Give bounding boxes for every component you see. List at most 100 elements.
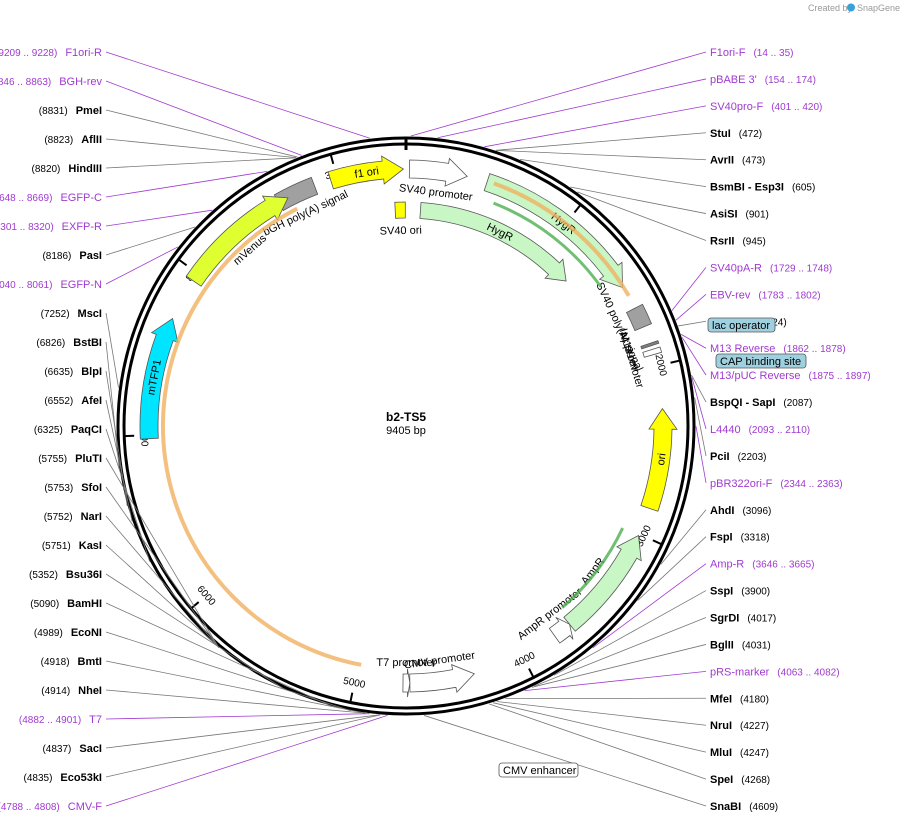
- site-position: (2203): [738, 452, 767, 463]
- primer-name: pRS-marker: [710, 666, 770, 678]
- site-name: SgrDI: [710, 613, 739, 625]
- site-leader: [105, 157, 296, 169]
- site-position: (945): [742, 237, 765, 248]
- site-leader: [105, 631, 351, 712]
- site-position: (8820): [31, 164, 60, 175]
- site-name: AhdI: [710, 505, 734, 517]
- primer-leader: [695, 426, 707, 483]
- site-name: Eco53kI: [60, 772, 102, 784]
- feature-ori: ori: [640, 407, 678, 512]
- site-name: KasI: [79, 540, 102, 552]
- primer-leader: [671, 267, 707, 311]
- primer-position: (1783 .. 1802): [758, 290, 820, 301]
- feature-mtfp1: mTFP1: [139, 317, 179, 440]
- site-name: FspI: [710, 532, 733, 544]
- feature-orf-amp: [561, 527, 624, 609]
- primer-leader: [592, 563, 707, 649]
- primer-name: CMV-F: [68, 801, 103, 813]
- primer-name: L4440: [710, 424, 741, 436]
- tick-mark: [670, 359, 681, 364]
- site-position: (4227): [740, 721, 769, 732]
- feature-label: ori: [655, 452, 668, 466]
- primer-position: (2344 .. 2363): [780, 479, 842, 490]
- primer-leader: [105, 209, 213, 227]
- site-name: SfoI: [81, 482, 102, 494]
- site-name: BstBI: [73, 337, 102, 349]
- site-position: (901): [746, 210, 769, 221]
- primer-leader: [105, 246, 179, 285]
- primer-name: EBV-rev: [710, 289, 751, 301]
- feature-label: f1 ori: [354, 165, 380, 181]
- site-leader: [660, 509, 707, 565]
- site-leader: [570, 186, 707, 214]
- tick-label: 5000: [342, 676, 366, 691]
- site-position: (8186): [42, 251, 71, 262]
- primer-name: SV40pro-F: [710, 101, 763, 113]
- primer-leader: [105, 715, 388, 807]
- tick-mark: [190, 601, 200, 610]
- primer-name: T7: [89, 714, 102, 726]
- site-position: (4918): [41, 657, 70, 668]
- site-name: BsmBI - Esp3I: [710, 182, 784, 194]
- tick-mark: [349, 692, 354, 703]
- primer-leader: [437, 78, 707, 139]
- boxed-feature-label: CMV enhancer: [503, 765, 577, 777]
- credit-prefix: Created by: [808, 3, 853, 13]
- primer-name: BGH-rev: [59, 76, 102, 88]
- site-position: (4837): [42, 744, 71, 755]
- site-position: (8831): [39, 106, 68, 117]
- site-position: (6826): [36, 338, 65, 349]
- leader-layer: [105, 51, 707, 807]
- site-leader: [105, 109, 298, 158]
- site-position: (8823): [44, 135, 73, 146]
- primer-name: pBABE 3': [710, 74, 757, 86]
- tick-label: 2000: [652, 353, 668, 378]
- site-position: (4247): [740, 748, 769, 759]
- site-leader: [691, 374, 707, 403]
- primer-position: (4063 .. 4082): [777, 667, 839, 678]
- site-position: (4017): [747, 614, 776, 625]
- site-position: (2087): [783, 398, 812, 409]
- primer-position: (14 .. 35): [753, 48, 793, 59]
- feature-sv40-poly-a-signal: SV40 poly(A) signal: [593, 281, 653, 373]
- site-position: (6635): [44, 367, 73, 378]
- site-position: (5751): [42, 541, 71, 552]
- primer-leader: [675, 294, 707, 321]
- site-name: AfeI: [81, 395, 102, 407]
- site-leader: [531, 644, 707, 688]
- tick-label: 4000: [512, 650, 537, 670]
- site-position: (5753): [44, 483, 73, 494]
- site-name: SacI: [79, 743, 102, 755]
- site-position: (472): [739, 129, 762, 140]
- site-position: (7252): [41, 309, 70, 320]
- site-leader: [105, 486, 220, 648]
- site-leader: [105, 714, 381, 778]
- site-name: NarI: [81, 511, 102, 523]
- site-position: (5090): [30, 599, 59, 610]
- plasmid-name: b2-TS5: [386, 410, 426, 424]
- primer-position: (2093 .. 2110): [749, 425, 811, 436]
- primer-name: SV40pA-R: [710, 262, 762, 274]
- site-name: PmeI: [76, 105, 102, 117]
- site-leader: [488, 703, 707, 780]
- primer-position: (8846 .. 8863): [0, 77, 51, 88]
- primer-position: (3646 .. 3665): [752, 560, 814, 571]
- site-leader: [105, 714, 381, 749]
- credit-brand: SnapGene: [857, 3, 900, 13]
- site-position: (4989): [34, 628, 63, 639]
- site-leader: [496, 701, 707, 726]
- site-position: (3318): [741, 533, 770, 544]
- primer-position: (8301 .. 8320): [0, 222, 54, 233]
- primer-name: F1ori-F: [710, 47, 746, 59]
- primer-leader: [524, 670, 707, 692]
- site-leader: [105, 660, 365, 714]
- site-name: HindIII: [68, 163, 102, 175]
- site-position: (5752): [44, 512, 73, 523]
- site-position: (605): [792, 183, 815, 194]
- site-position: (3900): [741, 587, 770, 598]
- primer-position: (1729 .. 1748): [770, 263, 832, 274]
- site-position: (473): [742, 156, 765, 167]
- site-leader: [105, 138, 297, 159]
- site-leader: [492, 702, 707, 753]
